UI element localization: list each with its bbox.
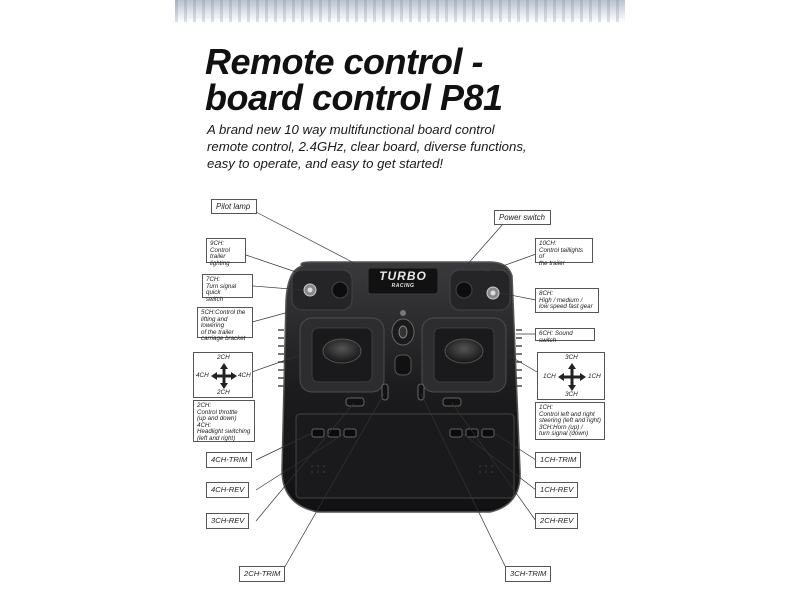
left-cross-left: 4CH xyxy=(196,372,209,379)
label-line: lifting and lowering xyxy=(201,315,228,330)
title-line-2: board control P81 xyxy=(205,77,503,118)
label-pilot-lamp: Pilot lamp xyxy=(211,199,257,214)
label-line: High / medium / xyxy=(539,296,583,304)
logo-plate xyxy=(367,267,439,295)
four-way-arrow-icon xyxy=(211,363,237,389)
left-shoulder xyxy=(291,269,353,311)
right-cross-right: 1CH xyxy=(588,373,601,380)
title-line-1: Remote control - xyxy=(205,41,484,82)
label-2ch-rev: 2CH-REV xyxy=(535,513,579,529)
label-line: 9CH: xyxy=(210,240,225,247)
left-stick-direction-diagram: 2CH 2CH 4CH 4CH xyxy=(193,352,253,398)
left-cross-right: 4CH xyxy=(238,372,251,379)
label-line: 3CH:Horn (up) / xyxy=(539,423,583,431)
right-cross-up: 3CH xyxy=(565,354,578,361)
label-right-stick-description: 1CH: Control left and right steering (le… xyxy=(535,402,605,440)
header-banner-strip xyxy=(175,0,625,22)
left-trim-switches xyxy=(311,428,357,438)
label-line: Control throttle xyxy=(197,408,238,416)
label-line: steering (left and right) xyxy=(539,417,601,425)
page-title: Remote control - board control P81 xyxy=(205,44,503,116)
lower-panel xyxy=(295,413,515,499)
right-grip-ridges xyxy=(516,329,522,387)
label-line: carriage bracket xyxy=(201,335,246,343)
trim-switch-left-top xyxy=(345,397,365,407)
label-2ch-trim: 2CH-TRIM xyxy=(239,566,286,582)
pilot-lamp xyxy=(400,310,406,316)
label-ch5: 5CH:Control the lifting and lowering of … xyxy=(197,307,253,342)
label-line: 10CH: xyxy=(539,240,557,247)
label-4ch-trim: 4CH-TRIM xyxy=(206,452,253,468)
right-cross-down: 3CH xyxy=(565,391,578,398)
label-line: 7CH: xyxy=(206,276,221,283)
trim-switch-right-top xyxy=(442,397,462,407)
label-line: Turn signal quick xyxy=(206,282,237,297)
small-switch-left xyxy=(381,383,389,401)
four-way-arrow-icon xyxy=(558,363,586,391)
right-knob xyxy=(455,281,473,299)
label-ch7: 7CH: Turn signal quick switch xyxy=(202,274,253,302)
label-line: 2CH: xyxy=(197,402,212,409)
label-text: Pilot lamp xyxy=(216,202,251,211)
product-description: A brand new 10 way multifunctional board… xyxy=(207,121,567,172)
label-line: 5CH:Control the xyxy=(201,309,246,316)
label-line: Control left and right xyxy=(539,410,595,418)
label-line: low speed fast gear xyxy=(539,303,593,311)
label-line: Headlight switching xyxy=(197,428,251,436)
right-stick-direction-diagram: 3CH 3CH 1CH 1CH xyxy=(537,352,605,400)
brand-logo: TURBO RACING xyxy=(368,269,438,290)
leader-lines xyxy=(245,211,538,571)
label-3ch-rev: 3CH-REV xyxy=(206,513,250,529)
label-ch10: 10CH: Control taillights of the trailer xyxy=(535,238,593,266)
small-switch-right xyxy=(417,383,425,401)
label-text: 6CH: Sound switch xyxy=(539,330,573,344)
label-line: (left and right) xyxy=(197,434,236,442)
label-line: Control trailer xyxy=(210,246,230,261)
left-stick xyxy=(322,338,362,364)
label-ch8: 8CH: High / medium / low speed fast gear xyxy=(535,288,599,313)
label-line: Control taillights of xyxy=(539,246,584,261)
label-ch9: 9CH: Control trailer lighting xyxy=(206,238,246,266)
label-line: 8CH: xyxy=(539,290,554,297)
right-shoulder xyxy=(449,269,511,311)
left-cross-up: 2CH xyxy=(217,354,230,361)
label-text: Power switch xyxy=(499,213,545,222)
label-1ch-rev: 1CH-REV xyxy=(535,482,579,498)
label-line: (up and down) xyxy=(197,415,237,423)
left-cross-down: 2CH xyxy=(217,389,230,396)
label-line: 4CH: xyxy=(197,421,212,429)
description-line: easy to operate, and easy to get started… xyxy=(207,156,444,171)
center-button xyxy=(394,354,412,376)
label-4ch-rev: 4CH-REV xyxy=(206,482,250,498)
label-line: turn signal (down) xyxy=(539,430,589,438)
label-line: switch xyxy=(206,295,224,303)
label-line: 1CH: xyxy=(539,404,554,411)
label-3ch-trim: 3CH-TRIM xyxy=(505,566,552,582)
description-line: remote control, 2.4GHz, clear board, div… xyxy=(207,139,527,154)
label-1ch-trim: 1CH-TRIM xyxy=(535,452,582,468)
left-knob xyxy=(331,281,349,299)
label-ch6: 6CH: Sound switch xyxy=(535,328,595,344)
brand-logo-sub: RACING xyxy=(391,283,415,289)
right-stick xyxy=(444,338,484,364)
brand-logo-main: TURBO xyxy=(379,269,427,283)
label-power-switch: Power switch xyxy=(494,210,551,225)
left-grip-ridges xyxy=(278,329,284,387)
description-line: A brand new 10 way multifunctional board… xyxy=(207,122,495,137)
label-line: the trailer xyxy=(539,259,565,267)
speaker-grille xyxy=(311,465,493,473)
label-left-stick-description: 2CH: Control throttle (up and down) 4CH:… xyxy=(193,400,255,442)
label-line: lighting xyxy=(210,259,230,267)
right-trim-switches xyxy=(449,428,495,438)
label-line: of the trailer xyxy=(201,328,234,336)
right-cross-left: 1CH xyxy=(543,373,556,380)
